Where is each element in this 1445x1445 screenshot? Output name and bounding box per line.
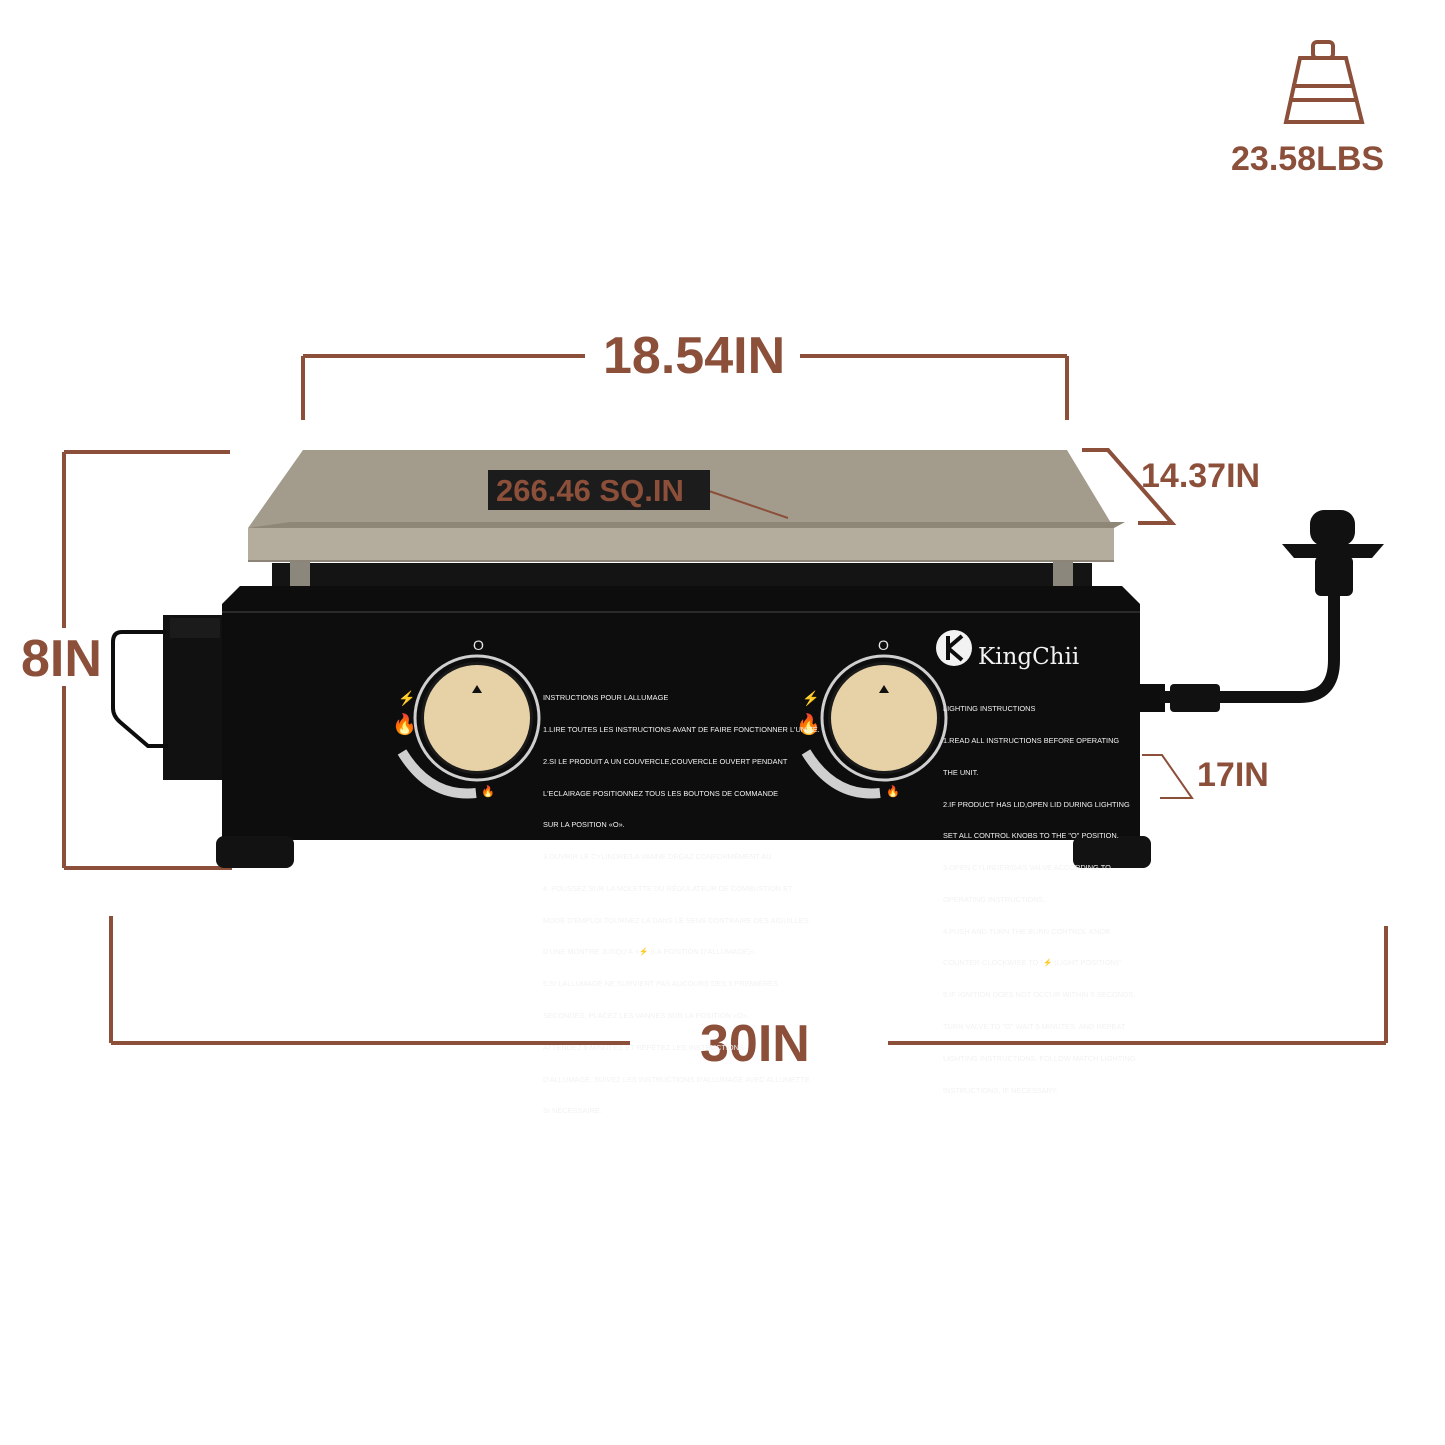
- control-knob-right: [801, 654, 948, 799]
- depth-label: 14.37IN: [1141, 457, 1261, 495]
- control-knob-left: [397, 654, 541, 799]
- feet: [216, 836, 1151, 868]
- gas-regulator: [1140, 510, 1384, 712]
- knob-left-off-label: O: [473, 637, 484, 653]
- instructions-french: INSTRUCTIONS POUR LALLUMAGE 1.LIRE TOUTE…: [543, 693, 820, 1116]
- side-label: 17IN: [1197, 756, 1269, 794]
- total-width-label: 30IN: [700, 1015, 810, 1073]
- weight-value: 23.58LBS: [1231, 140, 1385, 178]
- cooking-area-pointer: [705, 489, 789, 519]
- flame-high-icon: 🔥: [796, 714, 821, 736]
- brand-logo-icon: [936, 630, 972, 666]
- weight-icon: [1283, 40, 1365, 124]
- top-width-bracket: [301, 354, 1069, 420]
- top-width-label: 18.54IN: [603, 327, 786, 385]
- instructions-english: LIGHTING INSTRUCTIONS 1.READ ALL INSTRUC…: [943, 704, 1136, 1095]
- total-width-bracket: [109, 916, 1388, 1045]
- flame-high-icon: 🔥: [392, 714, 417, 736]
- ignite-icon: ⚡: [802, 690, 820, 706]
- brand-name: KingChii: [978, 644, 1080, 670]
- height-bracket: [62, 450, 232, 870]
- ignite-icon: ⚡: [398, 690, 416, 706]
- griddle-body: [222, 586, 1140, 840]
- flame-low-icon: 🔥: [886, 786, 900, 798]
- height-label: 8IN: [21, 630, 102, 688]
- side-handle: [111, 615, 225, 780]
- side-bracket: [1142, 754, 1194, 799]
- cooking-area-box: [488, 470, 710, 510]
- cooking-area-label: 266.46 SQ.IN: [496, 473, 684, 508]
- flame-low-icon: 🔥: [481, 786, 495, 798]
- depth-bracket: [1082, 448, 1177, 525]
- knob-right-off-label: O: [878, 637, 889, 653]
